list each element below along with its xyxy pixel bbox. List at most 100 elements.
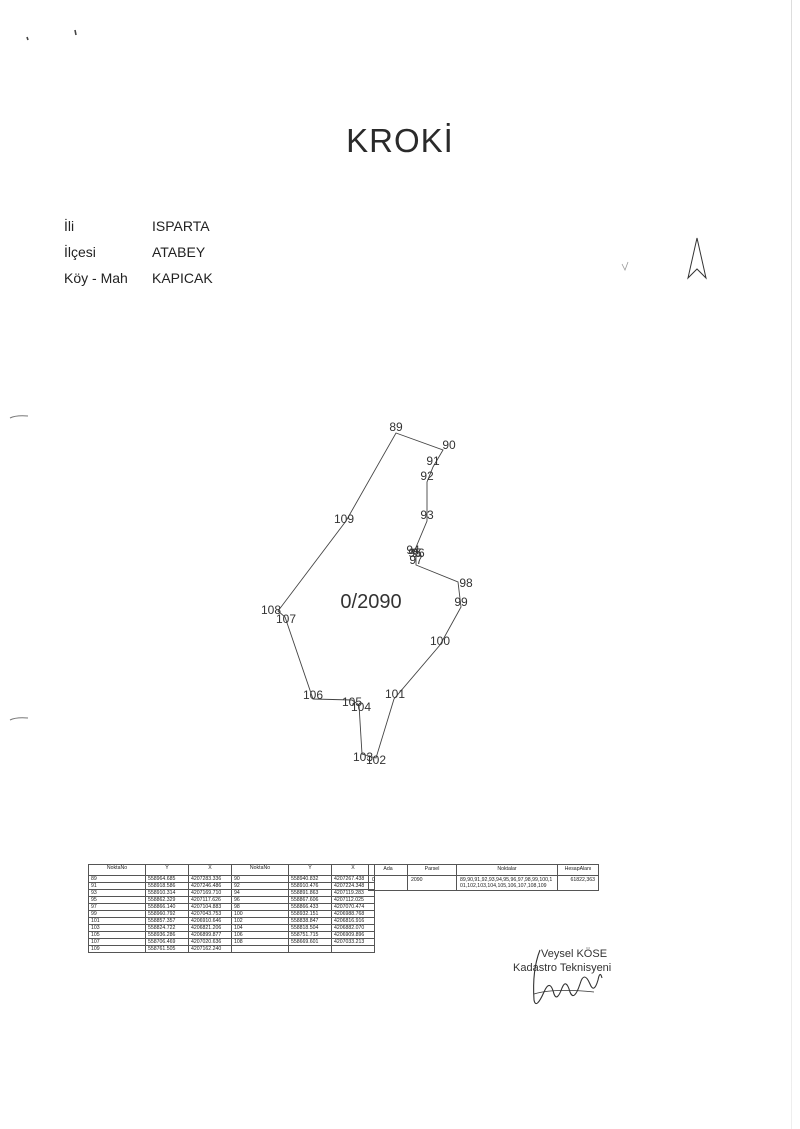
il-value: ISPARTA — [152, 218, 210, 234]
coordinate-cell: 89 — [88, 875, 146, 883]
point-label-93: 93 — [420, 508, 434, 522]
point-label-107: 107 — [276, 612, 296, 626]
coordinate-cell: 558910.314 — [145, 889, 189, 897]
parcel-table: Ada Parsel Noktalar HesapAlanı 0 2090 89… — [368, 864, 599, 891]
coordinate-cell: 4207043.753 — [188, 910, 232, 918]
coordinate-cell: 558866.433 — [288, 903, 332, 911]
parcel-number-label: 0/2090 — [340, 591, 401, 613]
point-label-89: 89 — [389, 420, 403, 434]
signature-scribble — [533, 949, 603, 1005]
col-header: Noktalar — [456, 864, 558, 876]
col-header: Ada — [368, 864, 408, 876]
coordinate-cell: 95 — [88, 896, 146, 904]
coordinate-cell: 4207104.883 — [188, 903, 232, 911]
coordinate-cell: 558936.286 — [145, 931, 189, 939]
page-title: KROKİ — [346, 122, 454, 159]
col-header: Y — [145, 864, 189, 876]
coordinate-cell: 98 — [231, 903, 289, 911]
coordinate-cell: 558824.722 — [145, 924, 189, 932]
coordinate-cell: 558867.606 — [288, 896, 332, 904]
point-label-102: 102 — [366, 753, 386, 767]
coordinate-cell — [331, 945, 375, 953]
coordinate-cell: 4206988.768 — [331, 910, 375, 918]
point-label-109: 109 — [334, 512, 354, 526]
coordinate-cell: 4207112.025 — [331, 896, 375, 904]
coordinate-cell: 4207162.240 — [188, 945, 232, 953]
coordinate-cell: 4206882.070 — [331, 924, 375, 932]
coordinate-cell: 105 — [88, 931, 146, 939]
coordinate-cell: 4207169.710 — [188, 889, 232, 897]
coordinate-cell: 558866.140 — [145, 903, 189, 911]
koy-label: Köy - Mah — [64, 270, 128, 286]
coordinate-cell: 4206821.206 — [188, 924, 232, 932]
coordinate-cell: 4207033.213 — [331, 938, 375, 946]
coordinate-cell: 91 — [88, 882, 146, 890]
coordinate-cell: 4207117.626 — [188, 896, 232, 904]
point-label-97: 97 — [409, 553, 423, 567]
parcel-row: 0 2090 89,90,91,92,93,94,95,96,97,98,99,… — [368, 875, 599, 891]
coordinate-cell: 558818.504 — [288, 924, 332, 932]
coordinate-cell: 558891.863 — [288, 889, 332, 897]
coordinate-cell: 558910.476 — [288, 882, 332, 890]
coordinate-cell — [288, 945, 332, 953]
point-label-106: 106 — [303, 688, 323, 702]
col-header: Y — [288, 864, 332, 876]
parcel-boundary — [277, 432, 462, 759]
coordinate-cell: 558857.357 — [145, 917, 189, 925]
point-label-96: 96 — [411, 546, 425, 560]
coordinate-cell: 93 — [88, 889, 146, 897]
coordinate-cell: 109 — [88, 945, 146, 953]
col-header: NoktaNo — [231, 864, 289, 876]
coordinate-cell: 558761.505 — [145, 945, 189, 953]
col-header: NoktaNo — [88, 864, 146, 876]
ilce-label: İlçesi — [64, 244, 96, 260]
coordinate-cell: 558862.329 — [145, 896, 189, 904]
col-header: HesapAlanı — [557, 864, 599, 876]
parcel-table-header: Ada Parsel Noktalar HesapAlanı — [368, 864, 599, 876]
coordinate-cell: 102 — [231, 917, 289, 925]
coordinate-cell: 558706.469 — [145, 938, 189, 946]
coordinate-cell: 108 — [231, 938, 289, 946]
area-cell: 61822,363 — [557, 875, 599, 891]
coordinate-cell: 100 — [231, 910, 289, 918]
parsel-cell: 2090 — [407, 875, 457, 891]
coordinate-cell: 103 — [88, 924, 146, 932]
coordinate-cell: 94 — [231, 889, 289, 897]
coordinate-cell: 4207246.486 — [188, 882, 232, 890]
coordinate-cell: 558669.601 — [288, 938, 332, 946]
signature-title: Kadastro Teknisyeni — [513, 962, 612, 974]
koy-value: KAPICAK — [152, 270, 213, 286]
coordinate-cell: 90 — [231, 875, 289, 883]
point-label-104: 104 — [351, 700, 371, 714]
noktalar-cell: 89,90,91,92,93,94,95,96,97,98,99,100,101… — [456, 875, 558, 891]
coordinate-table-header: NoktaNo Y X NoktaNo Y X — [88, 864, 375, 876]
coordinate-cell: 4206910.646 — [188, 917, 232, 925]
coordinate-cell: 4206909.896 — [331, 931, 375, 939]
coordinate-cell: 558940.832 — [288, 875, 332, 883]
col-header: Parsel — [407, 864, 457, 876]
point-label-108: 108 — [261, 603, 281, 617]
coordinate-cell: 558964.685 — [145, 875, 189, 883]
col-header: X — [188, 864, 232, 876]
coordinate-cell: 558838.847 — [288, 917, 332, 925]
coordinate-cell: 558960.792 — [145, 910, 189, 918]
coordinate-cell: 92 — [231, 882, 289, 890]
point-label-103: 103 — [353, 750, 373, 764]
coordinate-cell: 101 — [88, 917, 146, 925]
point-label-100: 100 — [430, 634, 450, 648]
coordinate-cell: 4206816.916 — [331, 917, 375, 925]
coordinate-cell: 4207070.474 — [331, 903, 375, 911]
point-label-101: 101 — [385, 687, 405, 701]
coordinate-cell: 4207283.336 — [188, 875, 232, 883]
coordinate-cell: 4207020.636 — [188, 938, 232, 946]
